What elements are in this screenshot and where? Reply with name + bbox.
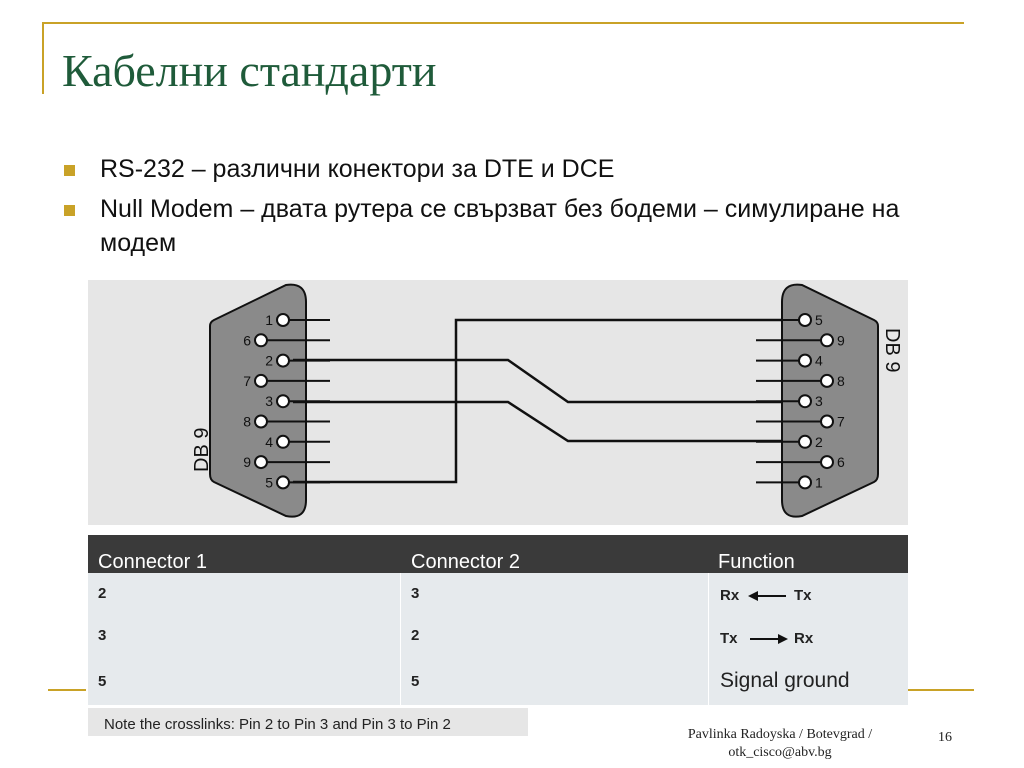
header-function: Function: [718, 551, 795, 573]
right-pin-label: 8: [837, 373, 845, 389]
left-pin-label: 7: [243, 373, 251, 389]
header-connector-2: Connector 2: [411, 551, 520, 573]
row1-function-b: Tx: [794, 587, 812, 604]
row1-connector2: 3: [411, 585, 420, 602]
right-pin-label: 7: [837, 414, 845, 430]
row3-function: Signal ground: [720, 669, 850, 692]
arrow-left-icon: [748, 591, 786, 601]
left-pin-8: [254, 414, 268, 429]
left-pin-label: 8: [243, 414, 251, 430]
bullet-square-icon: [64, 165, 75, 176]
left-pin-6: [254, 333, 268, 348]
arrow-right-icon: [750, 634, 788, 644]
slide-number: 16: [938, 730, 952, 745]
table-body: 2 3 Rx Tx 3 2 Tx Rx 5 5 Signal ground: [88, 573, 908, 705]
left-connector-shell: [209, 283, 307, 518]
right-pin-label: 3: [815, 393, 823, 409]
left-pin-label: 5: [265, 474, 273, 490]
left-pin-4: [276, 434, 290, 449]
right-pin-2: [798, 434, 812, 449]
note-background: [88, 708, 528, 736]
author-email: otk_cisco@abv.bg: [728, 745, 832, 760]
right-pin-label: 2: [815, 434, 823, 450]
left-pin-label: 6: [243, 332, 251, 348]
column-divider: [400, 573, 401, 705]
frame-top-line: [42, 22, 964, 24]
wire-ground-pin5: [293, 318, 782, 484]
row2-function-b: Rx: [794, 630, 814, 647]
right-pin-5: [798, 313, 812, 327]
left-pin-5: [276, 475, 290, 490]
footer-line-right: [908, 689, 974, 691]
right-connector-shell: [781, 283, 879, 518]
right-pin-3: [798, 394, 812, 409]
right-pin-label: 6: [837, 454, 845, 470]
left-pin-7: [254, 373, 268, 388]
pinout-table: Connector 1 Connector 2 Function 2 3 Rx …: [88, 535, 908, 705]
left-pin-label: 4: [265, 434, 273, 450]
row3-connector2: 5: [411, 673, 420, 690]
author-footer: Pavlinka Radoyska / Botevgrad / otk_cisc…: [650, 726, 910, 762]
right-db9-label: DB 9: [881, 328, 903, 372]
left-db9-label: DB 9: [191, 428, 213, 472]
bullet-item: RS-232 – различни конектори за DTE и DCE: [62, 152, 982, 186]
row1-connector1: 2: [98, 585, 107, 602]
left-pin-label: 1: [265, 312, 273, 328]
header-connector-1: Connector 1: [98, 551, 207, 573]
bullet-text: RS-232 – различни конектори за DTE и DCE: [100, 155, 615, 183]
right-pin-label: 1: [815, 474, 823, 490]
right-pin-label: 9: [837, 332, 845, 348]
bullet-text: Null Modem – двата рутера се свързват бе…: [100, 195, 900, 257]
table-header: Connector 1 Connector 2 Function: [88, 535, 908, 573]
row1-function-a: Rx: [720, 587, 740, 604]
bullet-square-icon: [64, 205, 75, 216]
left-pin-3: [276, 394, 290, 409]
row2-connector2: 2: [411, 627, 420, 644]
left-pin-9: [254, 455, 268, 470]
right-pin-8: [820, 373, 834, 388]
left-pin-2: [276, 353, 290, 368]
bullet-item: Null Modem – двата рутера се свързват бе…: [62, 192, 982, 260]
right-pin-9: [820, 333, 834, 348]
left-pin-label: 9: [243, 454, 251, 470]
frame-left-line: [42, 22, 44, 94]
crosslink-note: Note the crosslinks: Pin 2 to Pin 3 and …: [104, 716, 451, 733]
right-pin-label: 4: [815, 353, 823, 369]
row3-connector1: 5: [98, 673, 107, 690]
wire-pin3-to-pin2: [293, 400, 782, 443]
slide-title: Кабелни стандарти: [62, 45, 437, 96]
right-pin-4: [798, 353, 812, 368]
bullet-list: RS-232 – различни конектори за DTE и DCE…: [62, 152, 982, 266]
left-pin-label: 2: [265, 353, 273, 369]
right-pin-1: [798, 475, 812, 490]
column-divider: [708, 573, 709, 705]
right-pin-7: [820, 414, 834, 429]
left-pin-label: 3: [265, 393, 273, 409]
footer-line-left: [48, 689, 86, 691]
wire-pin2-to-pin3: [293, 358, 782, 404]
left-pin-1: [276, 313, 290, 327]
row2-connector1: 3: [98, 627, 107, 644]
row2-function-a: Tx: [720, 630, 738, 647]
right-pin-6: [820, 455, 834, 470]
author-name: Pavlinka Radoyska / Botevgrad /: [687, 727, 873, 742]
right-pin-label: 5: [815, 312, 823, 328]
